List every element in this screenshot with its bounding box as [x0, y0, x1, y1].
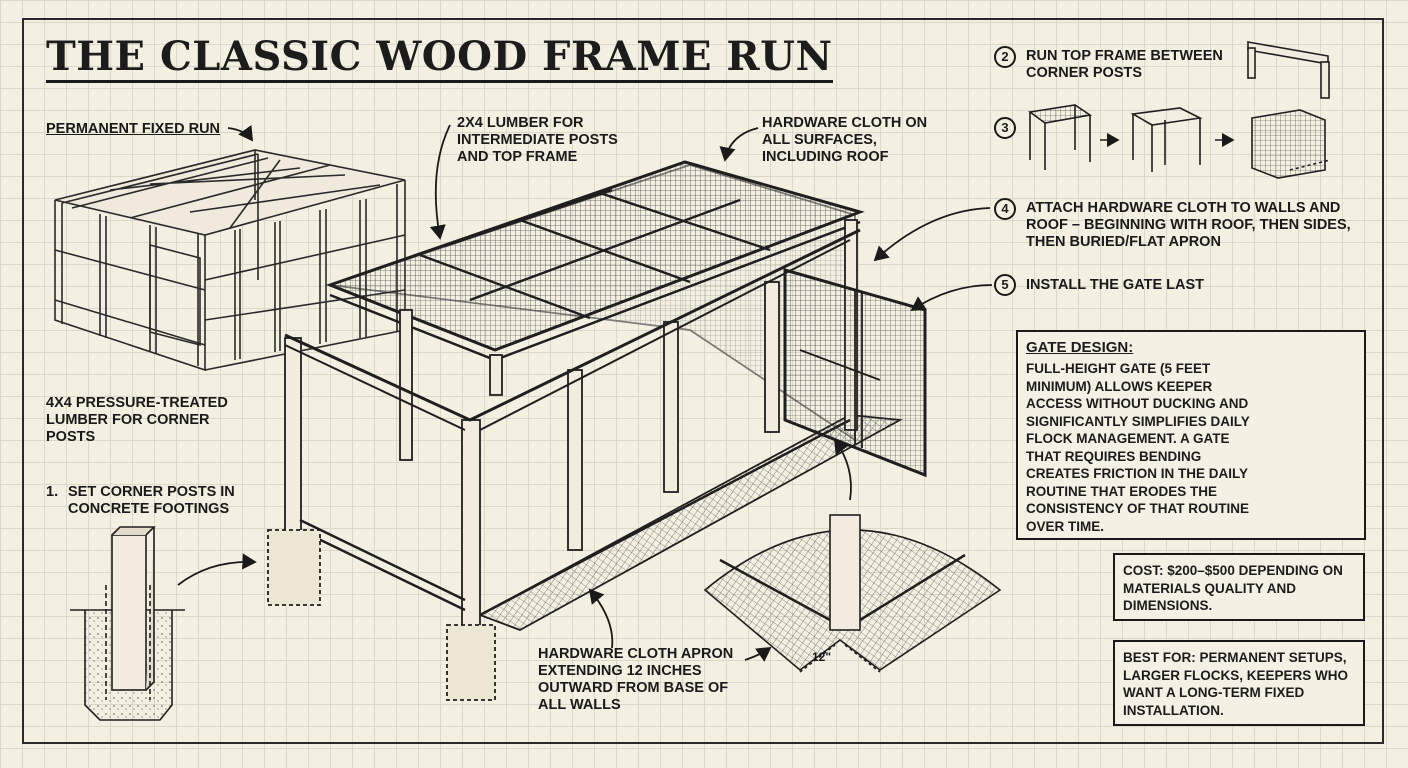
cost-text: COST: $200–$500 DEPENDING ON MATERIALS Q… — [1123, 563, 1343, 614]
gate-design-heading: GATE DESIGN: — [1026, 339, 1134, 356]
hardware-cloth-label: HARDWARE CLOTH ON ALL SURFACES, INCLUDIN… — [762, 115, 928, 166]
apron-label: HARDWARE CLOTH APRON EXTENDING 12 INCHES… — [538, 646, 734, 714]
assembly-sequence-sketch — [1027, 104, 1331, 179]
footing-cross-section — [70, 526, 185, 721]
apron-dimension: 12" — [812, 650, 832, 664]
page-border — [22, 18, 1384, 744]
step-4-number: 4 — [994, 198, 1016, 220]
step-1-text: SET CORNER POSTS IN CONCRETE FOOTINGS — [68, 484, 235, 518]
main-run-illustration — [267, 160, 927, 701]
callout-arrows — [177, 124, 993, 662]
step-5-number: 5 — [994, 274, 1016, 296]
best-for-panel — [1113, 640, 1365, 726]
step-4-text: ATTACH HARDWARE CLOTH TO WALLS AND ROOF … — [1026, 200, 1351, 251]
page-title: THE CLASSIC WOOD FRAME RUN — [46, 36, 833, 83]
gate-design-panel — [1016, 330, 1366, 540]
permanent-run-label: PERMANENT FIXED RUN — [46, 121, 221, 137]
step-3-number: 3 — [994, 117, 1016, 139]
gate-design-body: FULL-HEIGHT GATE (5 FEET MINIMUM) ALLOWS… — [1026, 361, 1250, 534]
permanent-run-sketch — [54, 149, 406, 372]
top-frame-sketch — [1247, 41, 1330, 99]
step-1-number: 1. — [46, 484, 59, 500]
lumber-4x4-label: 4x4 PRESSURE-TREATED LUMBER FOR CORNER P… — [46, 395, 228, 446]
lumber-2x4-label: 2x4 LUMBER FOR INTERMEDIATE POSTS AND TO… — [457, 115, 618, 166]
step-2-text: RUN TOP FRAME BETWEEN CORNER POSTS — [1026, 48, 1223, 82]
apron-corner-detail — [703, 514, 1002, 673]
step-2-number: 2 — [994, 46, 1016, 68]
step-5-text: INSTALL THE GATE LAST — [1026, 277, 1205, 293]
best-for-text: BEST FOR: PERMANENT SETUPS, LARGER FLOCK… — [1123, 650, 1349, 718]
cost-panel — [1113, 553, 1365, 621]
